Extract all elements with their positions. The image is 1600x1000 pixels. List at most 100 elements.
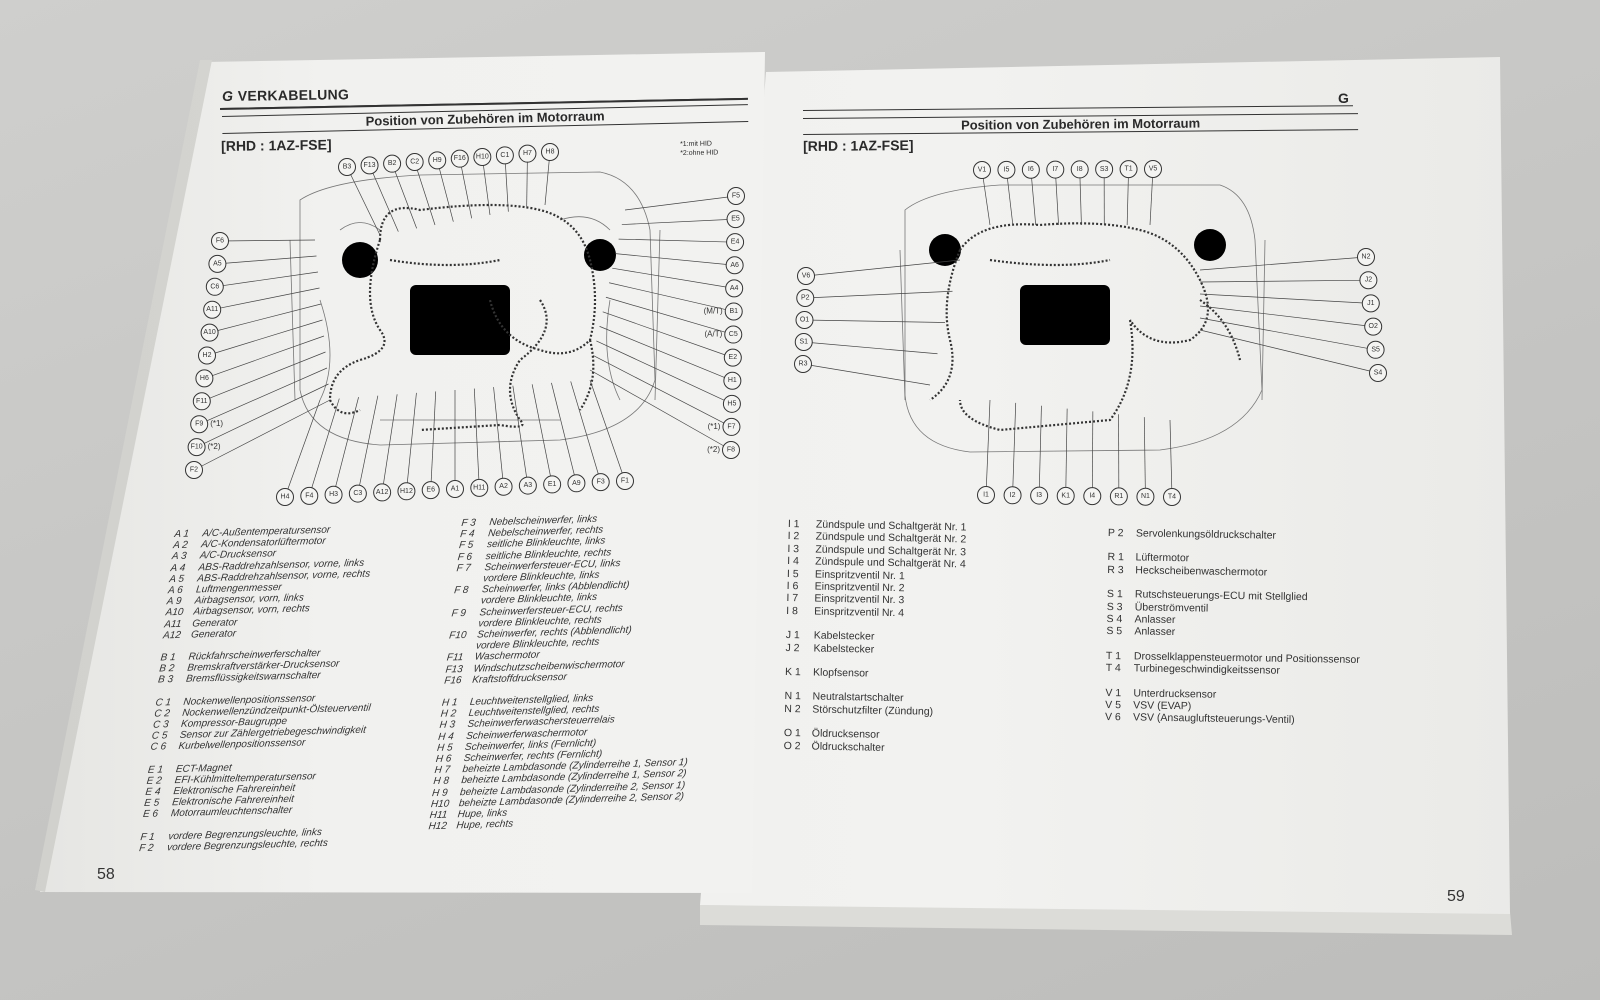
callout-label: R1	[1114, 493, 1123, 500]
callout-v1: V1	[973, 161, 991, 179]
callout-label: S4	[1374, 370, 1383, 377]
leader-line	[1199, 329, 1379, 374]
leader-line	[531, 384, 553, 485]
leader-line	[624, 195, 737, 211]
leader-line	[1143, 417, 1146, 497]
callout-h4: H4	[276, 488, 294, 506]
callout-note: (*1)	[708, 422, 721, 431]
callout-c2: C2	[405, 153, 424, 171]
callout-circle	[495, 146, 514, 165]
callout-r1: R1	[1109, 487, 1128, 506]
legend-code: H 2	[440, 708, 457, 721]
leader-line	[512, 385, 529, 486]
leader-line	[615, 253, 735, 266]
callout-a3: A3	[518, 476, 537, 495]
callout-circle	[723, 348, 742, 367]
callout-c1: C1	[495, 146, 514, 165]
callout-circle	[591, 473, 610, 492]
leader-line	[596, 340, 733, 405]
legend-code: J 1	[785, 629, 800, 642]
callout-label: F11	[196, 398, 208, 405]
legend-code: H 8	[432, 775, 450, 788]
legend-text: Einspritzventil Nr. 2	[814, 580, 905, 595]
legend-code: B 3	[157, 674, 174, 686]
leader-line	[473, 388, 480, 488]
legend-code: A 2	[172, 539, 189, 552]
callout-e6: E6	[421, 481, 440, 500]
callout-label: C6	[210, 283, 219, 290]
legend-code: I 2	[787, 530, 800, 543]
callout-circle	[187, 438, 206, 457]
callout-circle	[723, 371, 742, 390]
callout-circle	[190, 415, 209, 434]
leader-line	[551, 382, 577, 484]
leader-line	[1126, 169, 1129, 226]
leader-line	[406, 392, 417, 492]
callout-label: N1	[1141, 493, 1150, 500]
callout-a4: A4	[725, 279, 744, 298]
legend-code: R 3	[1107, 563, 1124, 577]
callout-e5: E5	[726, 210, 745, 229]
callout-label: B1	[729, 308, 738, 315]
legend-code: A 3	[171, 551, 188, 563]
callout-circle	[185, 461, 203, 479]
leader-line	[1169, 419, 1173, 498]
legend-code: J 2	[785, 641, 800, 654]
callout-h2: H2	[198, 346, 216, 365]
callout-circle	[795, 311, 814, 329]
legend-code: A 1	[173, 528, 190, 541]
callout-circle	[1083, 487, 1102, 506]
leader-line	[193, 399, 331, 471]
callout-circle	[338, 158, 356, 176]
leader-line	[618, 238, 736, 243]
callout-circle	[1119, 160, 1138, 179]
leader-line	[1199, 305, 1374, 327]
legend-code: F 6	[457, 551, 473, 563]
callout-h12: H12	[397, 482, 416, 501]
legend-code: H11	[429, 809, 448, 822]
callout-circle	[1136, 487, 1155, 506]
callout-circle	[421, 481, 440, 500]
callout-r3: R3	[794, 355, 812, 373]
callout-circle	[1070, 160, 1089, 179]
leader-line	[436, 160, 454, 222]
legend-code: F 2	[138, 842, 155, 855]
legend-code: A12	[162, 629, 182, 642]
callout-i4: I4	[1083, 487, 1102, 506]
legend-code: A 6	[167, 584, 184, 597]
callout-label: N2	[1362, 254, 1371, 261]
leader-line	[602, 311, 733, 358]
right-wire-harness	[929, 222, 1242, 432]
legend-code: A11	[163, 618, 182, 630]
legend-code: K 1	[784, 666, 801, 679]
callout-circle	[211, 232, 229, 250]
callout-label: I5	[1004, 166, 1010, 173]
callout-label: I1	[983, 492, 989, 499]
callout-circle	[198, 346, 216, 365]
callout-i8: I8	[1070, 160, 1089, 179]
callout-label: H5	[727, 400, 736, 407]
callout-circle	[726, 233, 745, 252]
legend-code: H 9	[431, 787, 449, 799]
callout-circle	[541, 143, 559, 161]
callout-circle	[446, 480, 464, 498]
callout-circle	[1003, 486, 1022, 505]
callout-label: H9	[433, 157, 442, 164]
legend-code: A10	[164, 607, 184, 619]
callout-label: H2	[203, 352, 212, 359]
leader-line	[605, 296, 734, 335]
callout-i7: I7	[1046, 160, 1065, 179]
leader-line	[589, 379, 626, 482]
callout-b1: B1	[724, 302, 743, 321]
callout-label: C3	[353, 490, 362, 497]
leader-line	[381, 394, 398, 493]
callout-circle	[1357, 248, 1375, 266]
callout-note: (*1)	[210, 419, 223, 428]
callout-circle	[1366, 340, 1385, 359]
callout-circle	[373, 483, 392, 502]
callout-h9: H9	[428, 151, 447, 170]
leader-line	[391, 163, 417, 229]
leader-line	[805, 259, 961, 277]
